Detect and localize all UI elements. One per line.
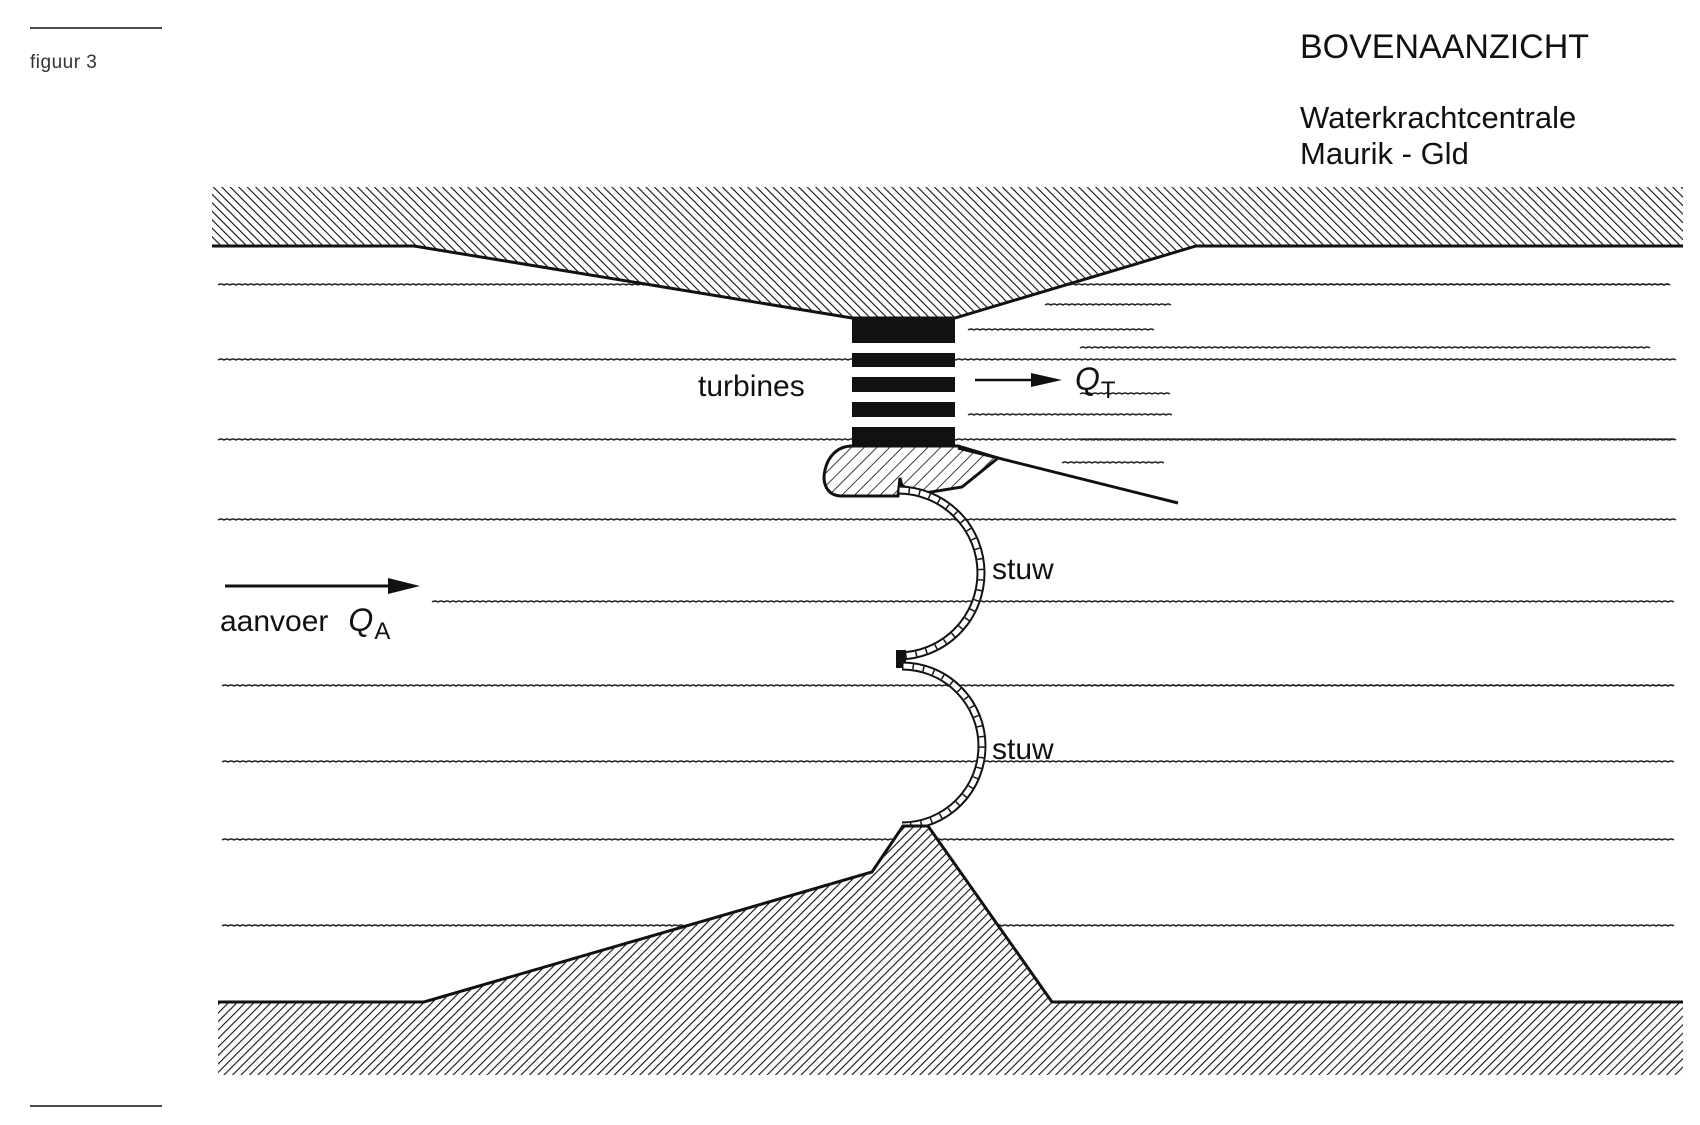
water-ripple [1079,346,1651,349]
turbines-label: turbines [698,370,805,403]
weir-lower [901,661,987,831]
supply-quantity-label: QA [348,602,390,645]
water-ripple [967,328,1155,331]
subtitle-line-2: Maurik - Gld [1300,136,1469,171]
water-ripple [1079,438,1675,441]
weir-upper-label: stuw [992,553,1054,586]
water-ripple [1061,461,1165,464]
supply-arrow [225,578,420,594]
water-ripple [1111,283,1671,286]
water-ripple [967,413,1173,416]
weir-upper [897,485,986,661]
water-ripple [1079,392,1171,395]
outflow-arrow [975,373,1062,387]
subtitle-line-1: Waterkrachtcentrale [1300,100,1577,135]
water-ripple [1079,684,1675,687]
water-ripple [1044,303,1172,306]
water-ripple [431,600,1675,603]
outflow-subscript: T [1100,377,1116,404]
supply-subscript: A [374,618,391,645]
upper-bank [212,187,1683,318]
weir-lower-label: stuw [992,733,1054,766]
diagram-title: BOVENAANZICHT [1300,28,1590,66]
supply-symbol: Q [348,602,374,638]
supply-label: aanvoer QA [220,602,390,646]
water-ripple [217,518,1677,521]
lower-bank [218,826,1683,1075]
water-ripple [221,838,1675,841]
outflow-quantity-label: QT [1075,361,1116,405]
turbine-block [852,318,955,446]
lower-bank-edge [218,824,1683,1004]
supply-word: aanvoer [220,605,329,638]
guide-wall [957,446,1179,505]
outflow-symbol: Q [1075,361,1100,397]
water-ripple [221,760,1675,763]
diagram-subtitle: Waterkrachtcentrale Maurik - Gld [1300,100,1576,172]
weir-middle-pier [896,650,906,668]
figure-label: figuur 3 [30,52,98,73]
